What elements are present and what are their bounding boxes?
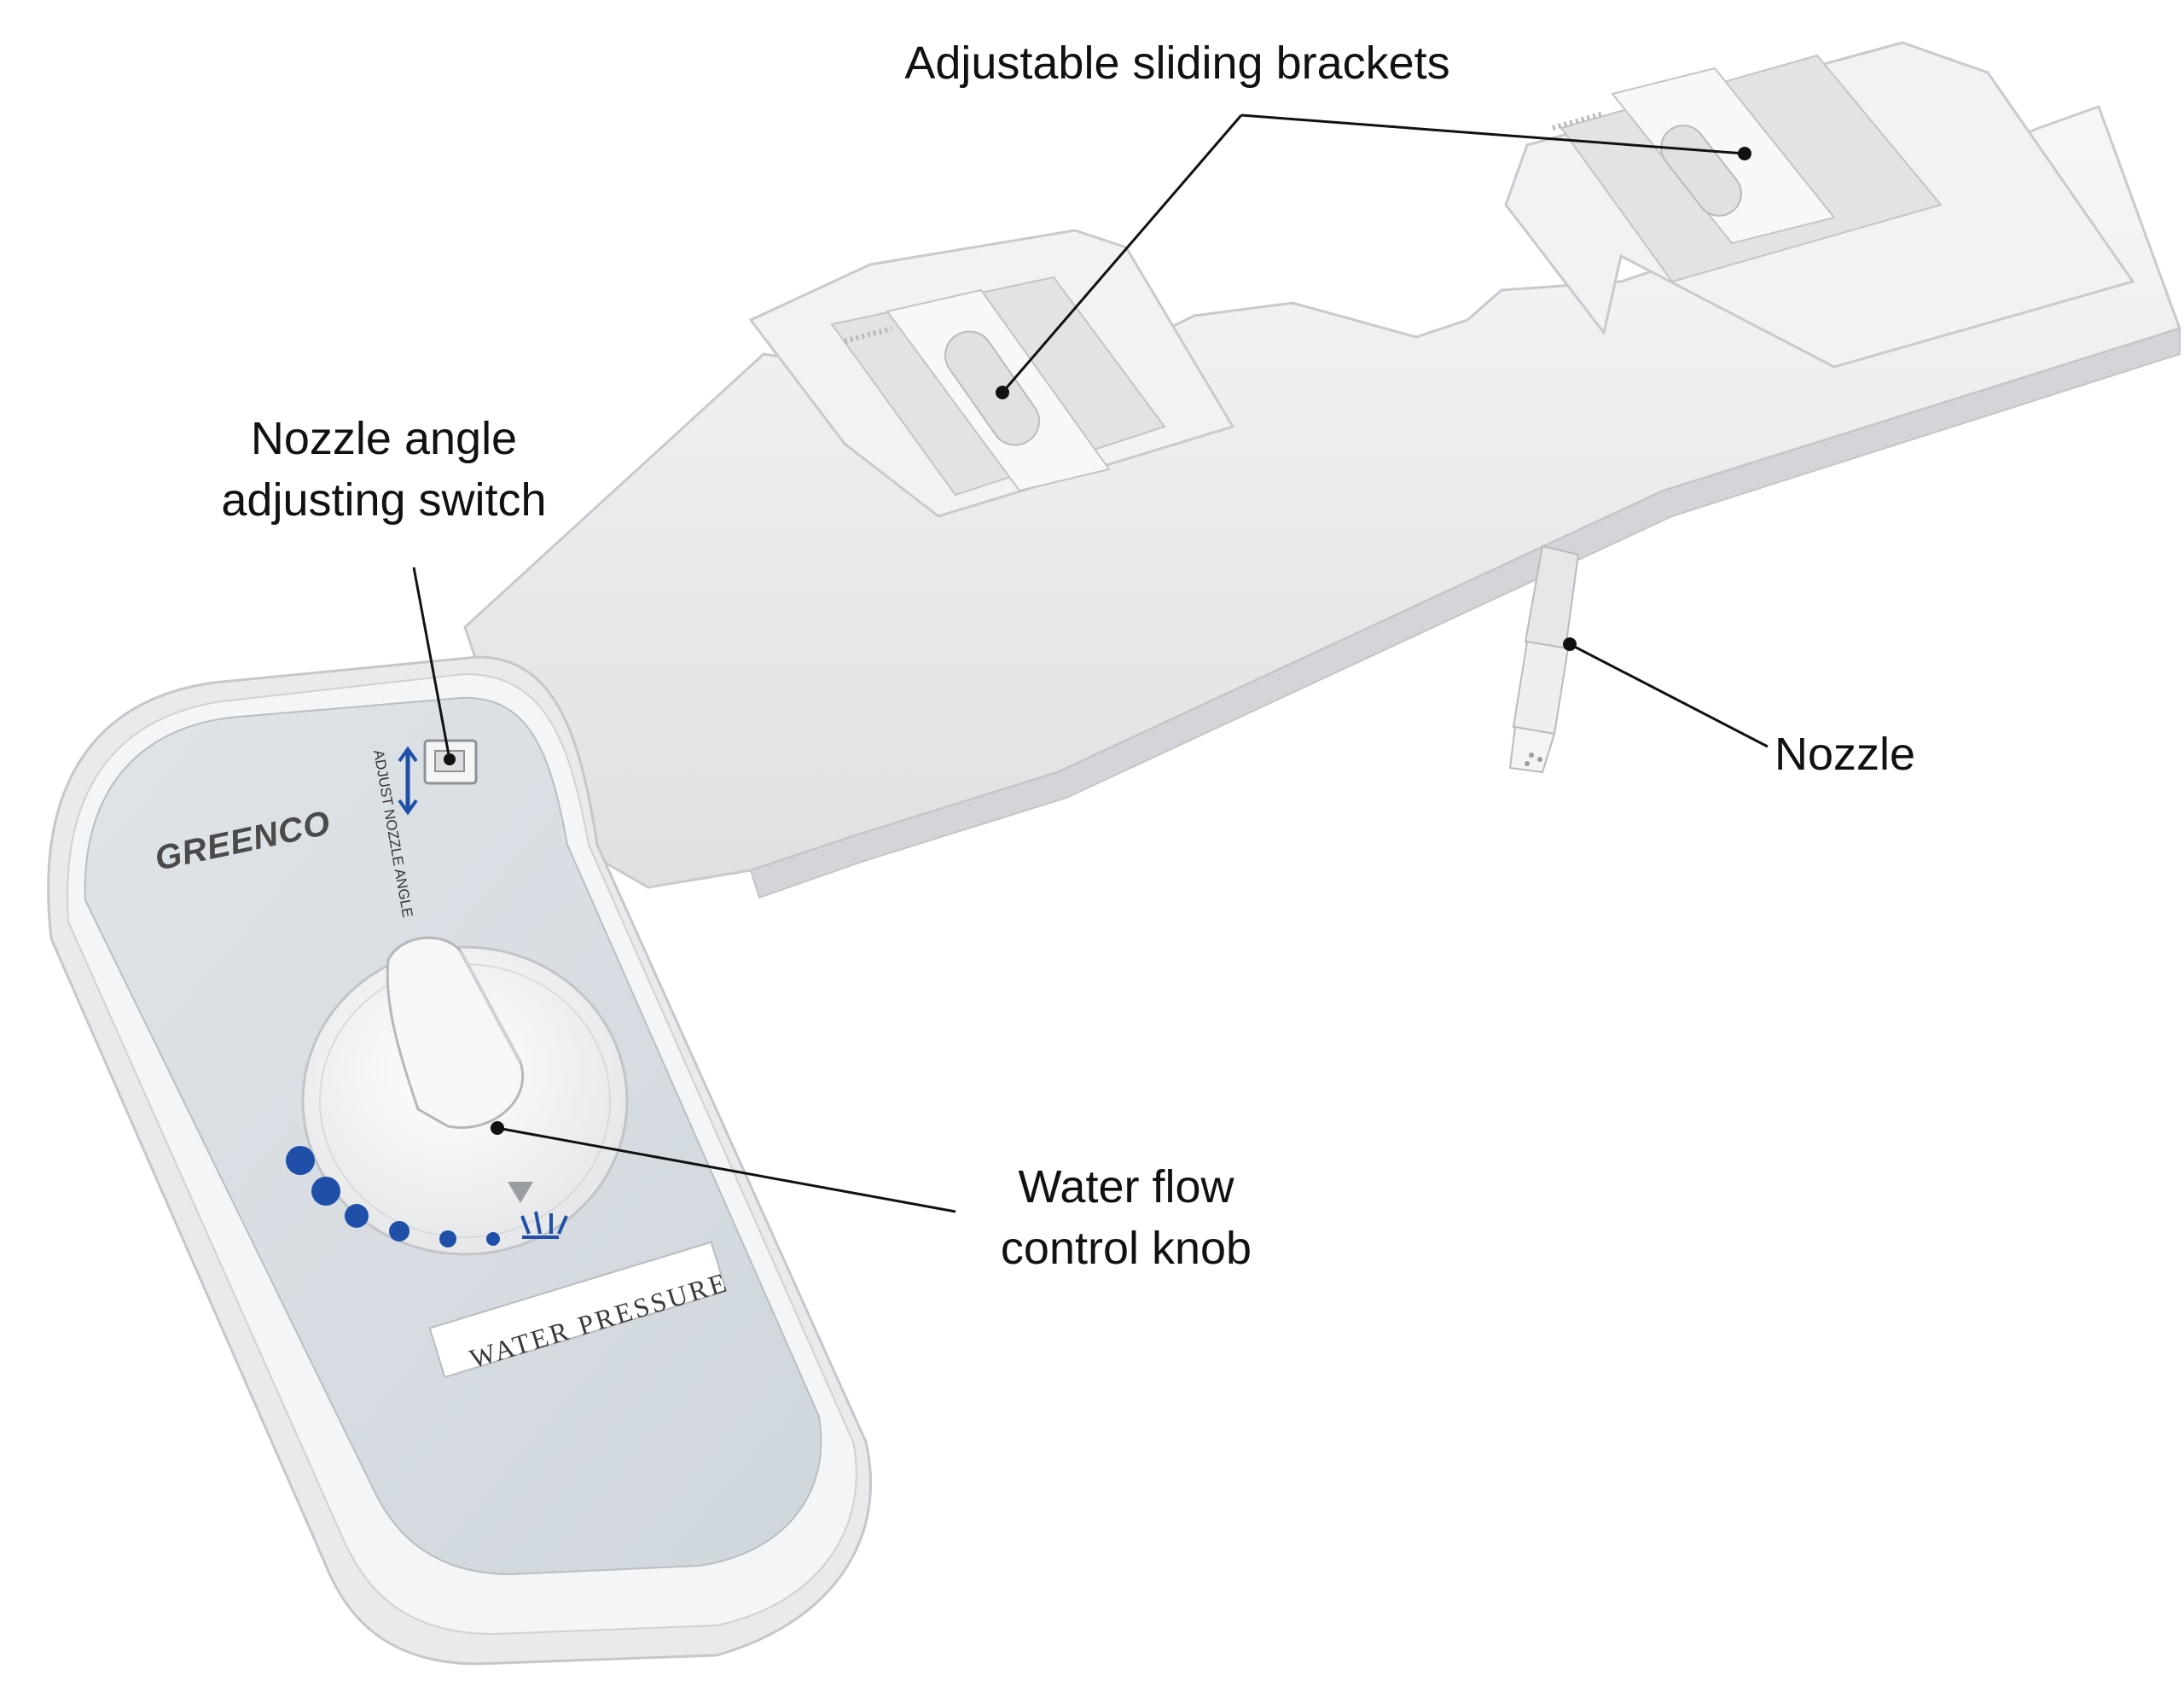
label-nozzle: Nozzle xyxy=(1774,724,1962,785)
leader-line-knob xyxy=(497,1126,956,1213)
label-knob-line-1: Water flow xyxy=(1018,1161,1234,1212)
rear-sliding-bracket xyxy=(1504,41,2135,369)
leader-line-switch xyxy=(412,567,451,760)
water-flow-knob[interactable] xyxy=(301,936,629,1256)
label-switch-line-2: adjusting switch xyxy=(221,474,547,526)
pressure-dot-1 xyxy=(286,1146,315,1175)
leader-lines xyxy=(412,113,1769,1213)
water-spray-icon xyxy=(520,1211,568,1239)
switch-arrows-icon xyxy=(398,746,418,816)
label-knob-line-2: control knob xyxy=(1000,1223,1252,1274)
nozzle xyxy=(1508,544,1580,774)
water-pressure-plate xyxy=(428,1241,728,1379)
leader-endpoints xyxy=(444,147,1751,1135)
pressure-dot-4 xyxy=(389,1221,410,1241)
pressure-dot-6 xyxy=(486,1232,500,1246)
leader-line-brackets xyxy=(1001,114,1243,393)
label-brackets-text: Adjustable sliding brackets xyxy=(904,38,1450,89)
label-adjustable-sliding-brackets: Adjustable sliding brackets xyxy=(853,32,1502,94)
pressure-dot-2 xyxy=(311,1177,340,1206)
label-nozzle-text: Nozzle xyxy=(1774,729,1916,780)
pressure-level-dots xyxy=(286,1146,500,1247)
pressure-dot-3 xyxy=(345,1204,369,1228)
pressure-dot-5 xyxy=(439,1230,456,1247)
label-nozzle-angle-switch: Nozzle angle adjusting switch xyxy=(179,408,589,531)
leader-line-brackets-2 xyxy=(1240,113,1745,155)
leader-line-nozzle xyxy=(1569,642,1769,748)
label-switch-line-1: Nozzle angle xyxy=(250,413,518,464)
label-water-flow-knob: Water flow control knob xyxy=(964,1156,1288,1279)
